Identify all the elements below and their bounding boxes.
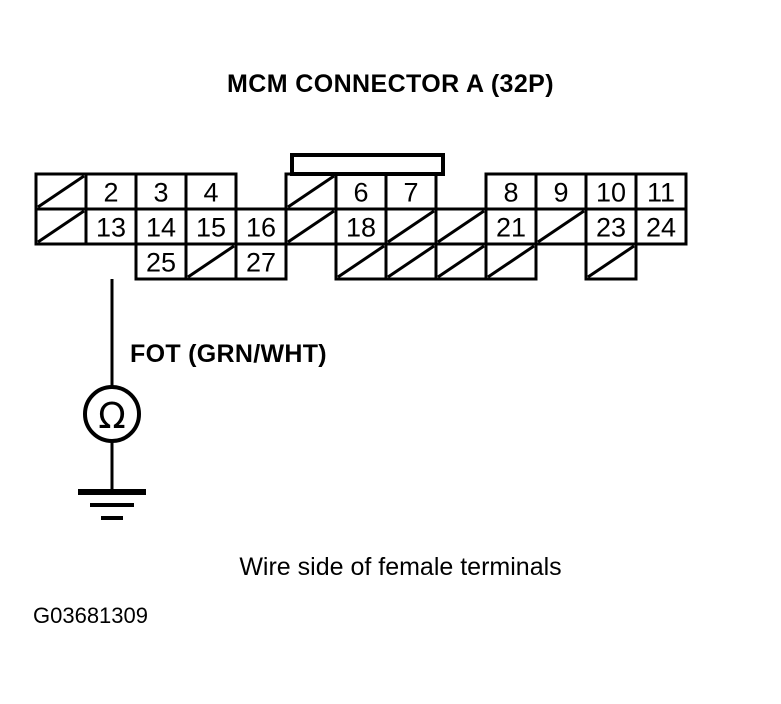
pin-number: 13 (96, 213, 126, 243)
connector-cell-pin: 23 (584, 207, 638, 246)
cell-diagonal-strike (37, 209, 85, 244)
cell-border (234, 242, 288, 281)
connector-cell-pin: 16 (234, 207, 288, 246)
connector-cell-blank (434, 242, 488, 281)
pin-number: 21 (496, 213, 526, 243)
connector-cell-blank (384, 207, 438, 246)
connector-cell-pin: 27 (234, 242, 288, 281)
connector-cell-pin: 10 (584, 172, 638, 211)
connector-latch-tab (290, 153, 445, 176)
ground-icon (78, 489, 146, 520)
connector-cell-pin: 18 (334, 207, 388, 246)
pin-number: 24 (646, 213, 676, 243)
pin-number: 11 (647, 178, 675, 208)
pin-number: 25 (146, 248, 176, 278)
connector-cell-pin: 24 (634, 207, 688, 246)
pin-number: 2 (103, 178, 118, 208)
cell-diagonal-strike (37, 174, 85, 209)
pin-number: 23 (596, 213, 626, 243)
pin-number: 7 (403, 178, 418, 208)
view-caption-text: Wire side of female terminals (239, 553, 562, 581)
connector-cell-pin: 15 (184, 207, 238, 246)
cell-diagonal-strike (387, 244, 435, 279)
pin-number: 8 (503, 178, 518, 208)
connector-cell-blank (284, 207, 338, 246)
cell-diagonal-strike (187, 244, 235, 279)
connector-cell-blank (184, 242, 238, 281)
cell-border (484, 242, 538, 281)
pin-number: 6 (353, 178, 368, 208)
connector-cell-blank (534, 207, 588, 246)
connector-cell-blank (334, 242, 388, 281)
connector-cell-blank (434, 207, 488, 246)
cell-diagonal-strike (537, 209, 585, 244)
cell-diagonal-strike (587, 244, 635, 279)
view-caption: Wire side of female terminals (0, 553, 781, 582)
connector-cell-pin: 14 (134, 207, 188, 246)
connector-cell-blank (384, 242, 438, 281)
connector-cell-pin: 8 (484, 172, 538, 211)
pin-number: 9 (553, 178, 568, 208)
cell-border (584, 242, 638, 281)
connector-cell-pin: 4 (184, 172, 238, 211)
cell-diagonal-strike (487, 244, 535, 279)
pin-number: 10 (596, 178, 626, 208)
pin-number: 3 (153, 178, 168, 208)
wire-label: FOT (GRN/WHT) (130, 340, 327, 368)
cell-border (634, 207, 688, 246)
connector-cell-pin: 2 (84, 172, 138, 211)
connector-cell-pin: 3 (134, 172, 188, 211)
pin-number: 14 (146, 213, 176, 243)
connector-cell-blank (584, 242, 638, 281)
connector-cell-pin: 25 (134, 242, 188, 281)
pin-number: 18 (346, 213, 376, 243)
connector-cell-pin: 6 (334, 172, 388, 211)
pin-number: 27 (246, 248, 276, 278)
cell-diagonal-strike (387, 209, 435, 244)
page-title: MCM CONNECTOR A (32P) (227, 70, 554, 98)
connector-cell-pin: 21 (484, 207, 538, 246)
pin-number: 16 (246, 213, 276, 243)
cell-diagonal-strike (337, 244, 385, 279)
cell-diagonal-strike (287, 209, 335, 244)
cell-diagonal-strike (287, 174, 335, 209)
cell-diagonal-strike (437, 209, 485, 244)
pin-number: 4 (203, 178, 218, 208)
pin-number: 15 (196, 213, 226, 243)
connector-cell-pin: 11 (634, 172, 688, 211)
connector-cell-blank (34, 172, 88, 211)
connector-cell-pin: 9 (534, 172, 588, 211)
connector-cell-pin: 7 (384, 172, 438, 211)
ohm-symbol: Ω (98, 396, 126, 437)
connector-cell-pin: 13 (84, 207, 138, 246)
connector-cell-blank (284, 172, 338, 211)
figure-part-number: G03681309 (33, 603, 148, 628)
connector-cell-blank (484, 242, 538, 281)
connector-cell-blank (34, 207, 88, 246)
cell-diagonal-strike (437, 244, 485, 279)
